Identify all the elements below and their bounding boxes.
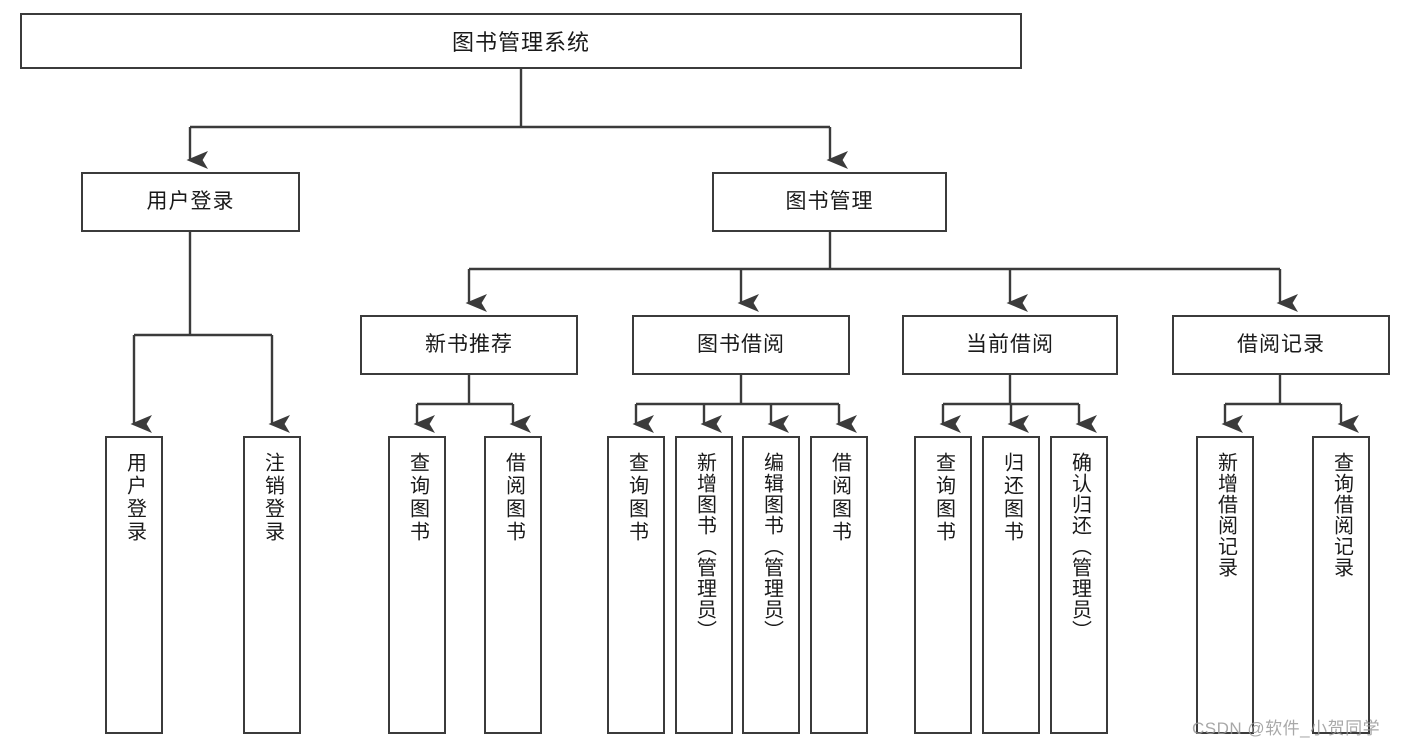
leaf-current-confirm-return-admin[interactable]: 确认归还（管理员）	[1050, 436, 1108, 734]
node-label: 确认归还（管理员）	[1068, 452, 1091, 641]
leaf-newbook-query-book[interactable]: 查询图书	[388, 436, 446, 734]
node-label: 借阅图书	[828, 452, 851, 544]
node-label: 新书推荐	[425, 333, 513, 357]
leaf-current-return-book[interactable]: 归还图书	[982, 436, 1040, 734]
node-new-book-recommend[interactable]: 新书推荐	[360, 315, 578, 375]
node-label: 当前借阅	[966, 333, 1054, 357]
node-root-system[interactable]: 图书管理系统	[20, 13, 1022, 69]
node-label: 借阅图书	[502, 452, 525, 544]
node-label: 新增图书（管理员）	[693, 452, 716, 641]
leaf-borrow-query-book[interactable]: 查询图书	[607, 436, 665, 734]
leaf-user-login[interactable]: 用户登录	[105, 436, 163, 734]
node-label: 查询图书	[932, 452, 955, 544]
node-borrow-record[interactable]: 借阅记录	[1172, 315, 1390, 375]
leaf-borrow-borrow-book[interactable]: 借阅图书	[810, 436, 868, 734]
leaf-record-query-record[interactable]: 查询借阅记录	[1312, 436, 1370, 734]
node-label: 查询图书	[625, 452, 648, 544]
node-label: 用户登录	[123, 452, 146, 544]
node-label: 用户登录	[146, 190, 235, 214]
node-label: 注销登录	[261, 452, 284, 544]
leaf-current-query-book[interactable]: 查询图书	[914, 436, 972, 734]
node-label: 新增借阅记录	[1214, 452, 1237, 578]
leaf-record-add-record[interactable]: 新增借阅记录	[1196, 436, 1254, 734]
node-label: 借阅记录	[1237, 333, 1325, 357]
node-label: 图书管理	[785, 190, 874, 214]
leaf-logout-login[interactable]: 注销登录	[243, 436, 301, 734]
node-book-management[interactable]: 图书管理	[712, 172, 947, 232]
node-label: 图书借阅	[697, 333, 785, 357]
leaf-borrow-edit-book-admin[interactable]: 编辑图书（管理员）	[742, 436, 800, 734]
node-label: 查询图书	[406, 452, 429, 544]
node-current-borrow[interactable]: 当前借阅	[902, 315, 1118, 375]
node-book-borrow[interactable]: 图书借阅	[632, 315, 850, 375]
node-user-login[interactable]: 用户登录	[81, 172, 300, 232]
node-label: 编辑图书（管理员）	[760, 452, 783, 641]
leaf-borrow-add-book-admin[interactable]: 新增图书（管理员）	[675, 436, 733, 734]
csdn-watermark: CSDN @软件_小贺同学	[1192, 719, 1381, 738]
node-label: 归还图书	[1000, 452, 1023, 544]
node-label: 查询借阅记录	[1330, 452, 1353, 578]
node-label: 图书管理系统	[451, 30, 590, 55]
leaf-newbook-borrow-book[interactable]: 借阅图书	[484, 436, 542, 734]
